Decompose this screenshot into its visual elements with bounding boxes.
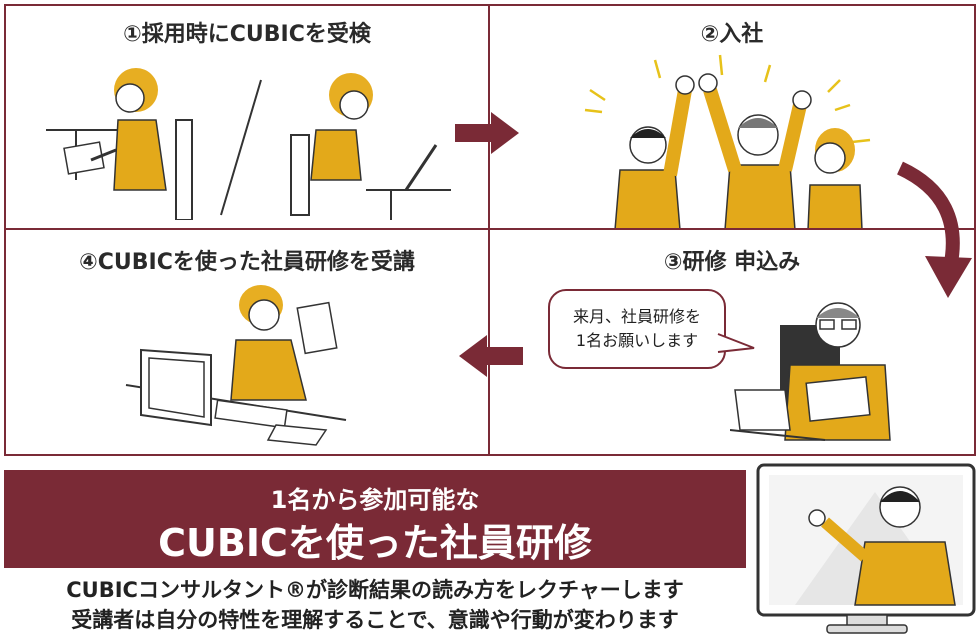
curved-arrow-icon	[896, 161, 972, 298]
monitor-icon	[756, 463, 976, 634]
test-taking-illustration	[46, 68, 451, 220]
panel-step-1: ①採用時にCUBICを受検	[4, 4, 490, 230]
panel-step-2: ②入社	[488, 4, 976, 230]
caption-line-2: 受講者は自分の特性を理解することで、意識や行動が変わります	[71, 608, 679, 632]
panel-title: ①採用時にCUBICを受検	[123, 22, 371, 47]
banner-title: CUBICを使った社員研修	[158, 521, 592, 565]
manager-applying-illustration	[730, 302, 891, 441]
banner-subtitle: 1名から参加可能な	[270, 486, 480, 514]
panel-title: ④CUBICを使った社員研修を受講	[79, 250, 415, 275]
speech-bubble: 来月、社員研修を 1名お願いします	[548, 289, 726, 369]
bubble-line-2: 1名お願いします	[575, 331, 699, 350]
panel-step-4: ④CUBICを使った社員研修を受講	[4, 228, 490, 456]
training-attendee-illustration	[125, 285, 347, 446]
bubble-line-1: 来月、社員研修を	[572, 307, 701, 326]
new-employees-cheering-illustration	[584, 54, 871, 230]
right-arrow-icon	[455, 112, 519, 154]
left-arrow-icon	[459, 335, 523, 377]
caption-line-1: CUBICコンサルタント®が診断結果の読み方をレクチャーします	[66, 578, 684, 602]
panel-title: ③研修 申込み	[663, 250, 801, 275]
panel-title: ②入社	[700, 22, 764, 47]
headline-banner: 1名から参加可能な CUBICを使った社員研修	[4, 470, 746, 568]
bubble-tail	[717, 333, 755, 353]
